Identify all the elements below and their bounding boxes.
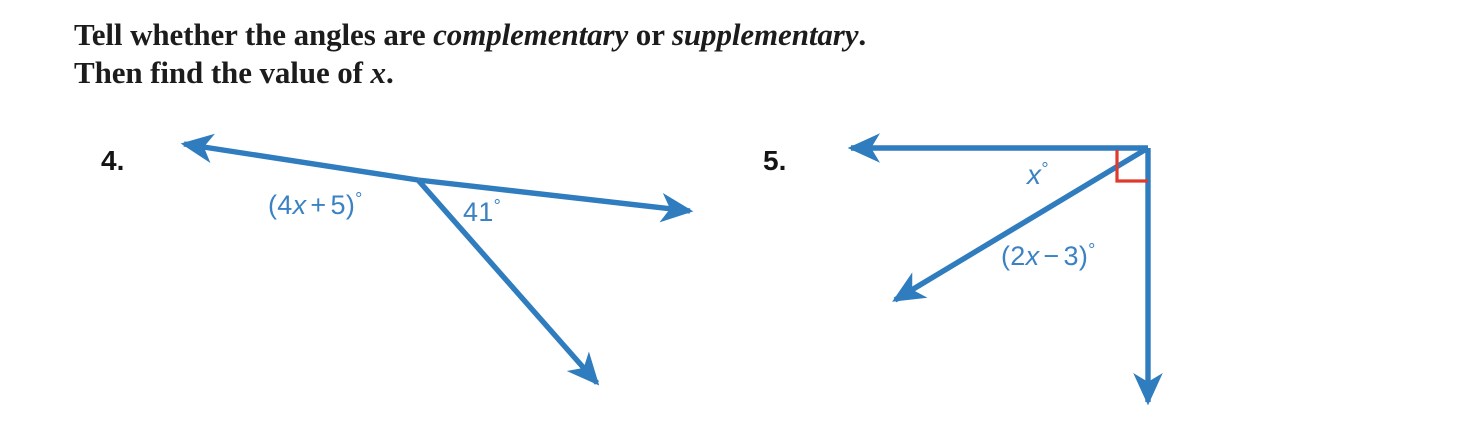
angle-label-4x-plus-5-prefix: (4	[268, 190, 293, 220]
angle-label-41: 41°	[463, 196, 501, 228]
ray-right-4	[417, 177, 694, 223]
angle-label-2x-minus-3: (2x−3)°	[1001, 240, 1095, 272]
instruction-emphasis-supplementary: supplementary	[671, 17, 859, 52]
problem-number-5: 5.	[763, 145, 787, 176]
instruction-line2-part2: .	[385, 55, 394, 90]
angle-label-2x-minus-3-suffix: 3)	[1063, 241, 1089, 271]
ray-lower-right-4	[415, 178, 600, 386]
ray-diagonal-5	[892, 145, 1150, 303]
angle-label-x: x°	[1027, 159, 1049, 191]
angle-label-2x-minus-3-variable: x	[1025, 241, 1040, 271]
instruction-emphasis-complementary: complementary	[433, 17, 629, 52]
angle-label-4x-plus-5-variable: x	[292, 190, 307, 220]
degree-symbol-icon: °	[355, 189, 363, 209]
angle-label-41-value: 41	[463, 197, 494, 227]
angle-label-x-variable: x	[1027, 159, 1042, 190]
instruction-variable-x: x	[370, 55, 387, 90]
right-angle-marker-icon	[1115, 150, 1148, 183]
angle-label-2x-minus-3-prefix: (2	[1001, 241, 1026, 271]
angle-label-4x-plus-5: (4x+5)°	[268, 189, 362, 221]
angle-label-4x-plus-5-suffix: 5)	[330, 190, 356, 220]
instruction-line2-part1: Then find the value of	[74, 55, 371, 90]
problem-number-4: 4.	[101, 145, 125, 176]
degree-symbol-icon: °	[1088, 240, 1096, 260]
instruction-line1-part1: Tell whether the angles are	[74, 17, 434, 52]
degree-symbol-icon: °	[1041, 159, 1049, 179]
angle-label-4x-plus-5-operator: +	[310, 190, 327, 220]
ray-upper-left-4	[180, 133, 419, 183]
degree-symbol-icon: °	[493, 196, 501, 216]
angle-label-2x-minus-3-operator: −	[1043, 241, 1060, 271]
instruction-line1-part3: .	[858, 17, 867, 52]
instruction-line1-part2: or	[628, 17, 672, 52]
instruction-text: Tell whether the angles are complementar…	[74, 16, 1394, 92]
